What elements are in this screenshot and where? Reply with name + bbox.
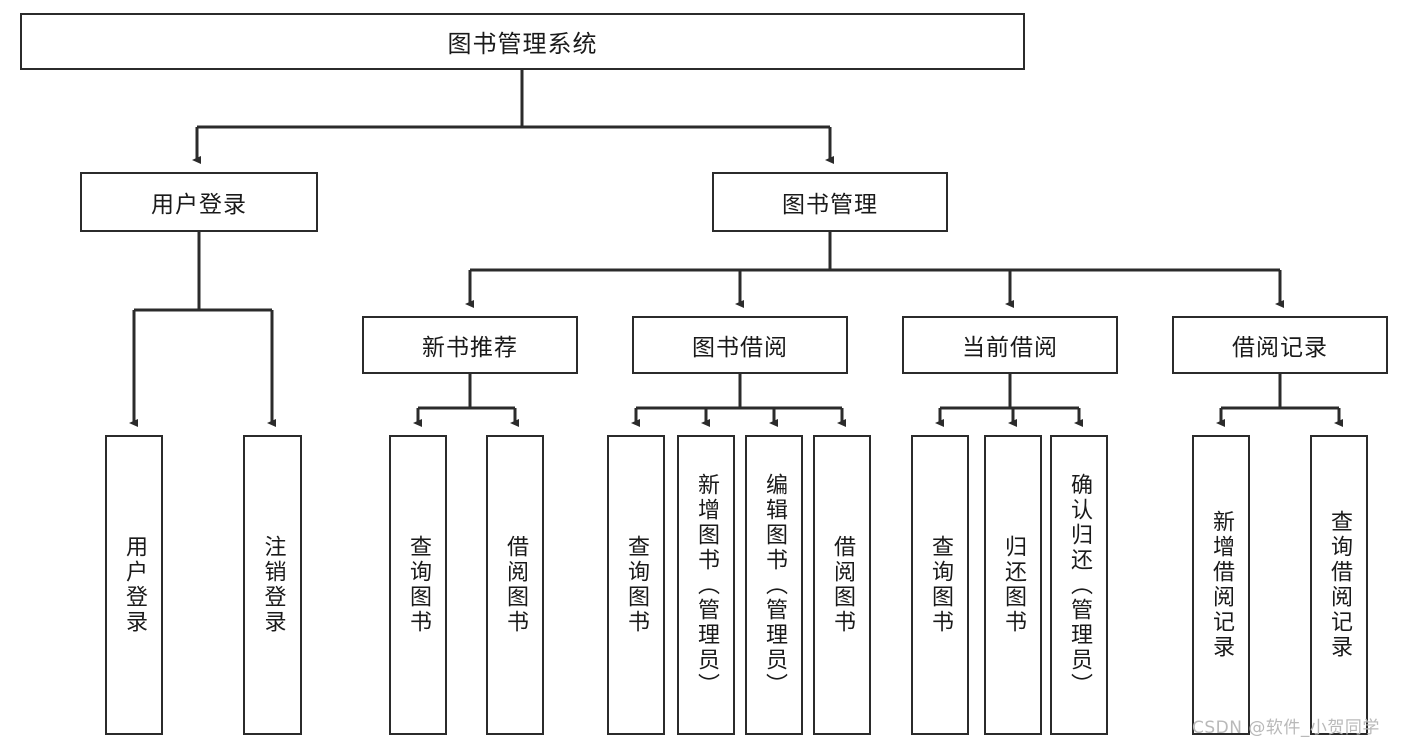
- node-user-login-label: 用户登录: [151, 192, 247, 218]
- node-user-login[interactable]: 用户登录: [80, 172, 318, 232]
- node-new-book-recommend[interactable]: 新书推荐: [362, 316, 578, 374]
- node-leaf-user-login[interactable]: 用户登录: [105, 435, 163, 735]
- node-leaf-logout-label: 注销登录: [260, 535, 286, 635]
- node-leaf-query-book-1-label: 查询图书: [406, 535, 431, 635]
- node-leaf-query-book-1[interactable]: 查询图书: [389, 435, 447, 735]
- node-leaf-query-borrow-record[interactable]: 查询借阅记录: [1310, 435, 1368, 735]
- node-book-management-label: 图书管理: [782, 192, 878, 218]
- node-leaf-user-login-label: 用户登录: [122, 535, 147, 635]
- node-leaf-edit-book-admin-label: 编辑图书（管理员）: [762, 472, 787, 698]
- node-leaf-query-book-2-label: 查询图书: [624, 535, 649, 635]
- node-leaf-add-book-admin-label: 新增图书（管理员）: [694, 472, 719, 698]
- node-leaf-edit-book-admin[interactable]: 编辑图书（管理员）: [745, 435, 803, 735]
- node-book-management[interactable]: 图书管理: [712, 172, 948, 232]
- node-leaf-return-book-label: 归还图书: [1001, 535, 1026, 635]
- node-borrow-record-label: 借阅记录: [1232, 335, 1328, 361]
- node-leaf-borrow-book-1[interactable]: 借阅图书: [486, 435, 544, 735]
- csdn-watermark: CSDN @软件_小贺同学: [1192, 718, 1380, 738]
- node-leaf-return-book[interactable]: 归还图书: [984, 435, 1042, 735]
- node-leaf-borrow-book-1-label: 借阅图书: [503, 535, 528, 635]
- node-leaf-add-borrow-record-label: 新增借阅记录: [1209, 510, 1234, 660]
- node-leaf-confirm-return-admin[interactable]: 确认归还（管理员）: [1050, 435, 1108, 735]
- node-leaf-logout[interactable]: 注销登录: [243, 435, 302, 735]
- node-current-borrow[interactable]: 当前借阅: [902, 316, 1118, 374]
- node-current-borrow-label: 当前借阅: [962, 335, 1058, 361]
- node-root-label: 图书管理系统: [447, 30, 598, 58]
- node-borrow-record[interactable]: 借阅记录: [1172, 316, 1388, 374]
- node-new-book-recommend-label: 新书推荐: [422, 335, 518, 361]
- node-root[interactable]: 图书管理系统: [20, 13, 1025, 70]
- node-leaf-query-borrow-record-label: 查询借阅记录: [1327, 510, 1352, 660]
- node-leaf-add-borrow-record[interactable]: 新增借阅记录: [1192, 435, 1250, 735]
- node-leaf-query-book-2[interactable]: 查询图书: [607, 435, 665, 735]
- node-leaf-confirm-return-admin-label: 确认归还（管理员）: [1067, 472, 1092, 698]
- node-leaf-borrow-book-2-label: 借阅图书: [830, 535, 855, 635]
- node-leaf-query-book-3-label: 查询图书: [928, 535, 953, 635]
- node-leaf-add-book-admin[interactable]: 新增图书（管理员）: [677, 435, 735, 735]
- node-book-borrow-label: 图书借阅: [692, 335, 788, 361]
- node-leaf-query-book-3[interactable]: 查询图书: [911, 435, 969, 735]
- node-book-borrow[interactable]: 图书借阅: [632, 316, 848, 374]
- node-leaf-borrow-book-2[interactable]: 借阅图书: [813, 435, 871, 735]
